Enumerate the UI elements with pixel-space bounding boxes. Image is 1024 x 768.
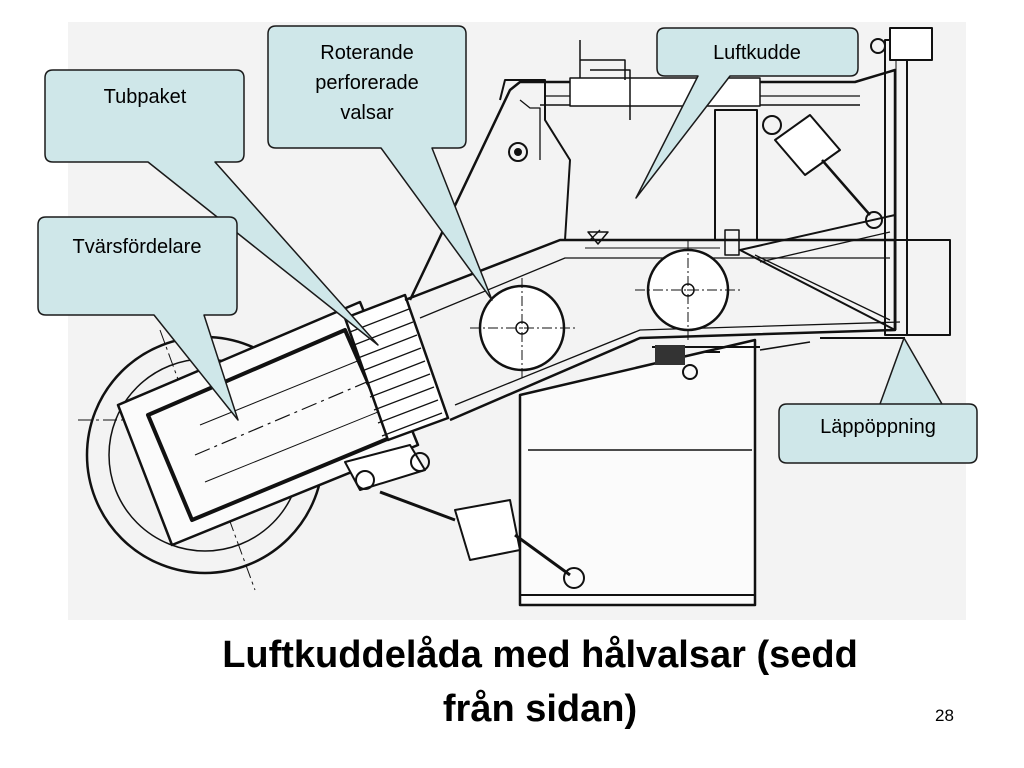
right-structure — [714, 27, 951, 336]
machine-drawing — [68, 22, 966, 620]
slide-title-line1: Luftkuddelåda med hålvalsar (sedd — [222, 634, 858, 676]
callout-roterande: Roterande perforerade valsar — [267, 25, 493, 301]
callout-luftkudde-label: Luftkudde — [713, 42, 801, 64]
callout-roterande-line2: perforerade — [315, 72, 418, 94]
callout-roterande-line3: valsar — [340, 102, 394, 124]
slide-number: 28 — [935, 706, 954, 725]
inclined-box — [116, 300, 421, 547]
callout-tvarsfordelare: Tvärsfördelare — [37, 216, 239, 421]
callout-tubpaket: Tubpaket — [44, 69, 379, 346]
callout-luftkudde: Luftkudde — [635, 27, 859, 199]
tube-package — [343, 293, 450, 442]
lower-support — [518, 337, 905, 607]
lower-piston — [344, 444, 585, 589]
callout-roterande-line1: Roterande — [320, 42, 413, 64]
roller-2 — [635, 240, 740, 340]
roller-1 — [470, 278, 575, 378]
callout-tubpaket-label: Tubpaket — [104, 86, 187, 108]
slide-title-line2: från sidan) — [442, 688, 638, 730]
callout-lappoppning-label: Läppöppning — [820, 416, 936, 438]
slide-title: Luftkuddelåda med hålvalsar (sedd från s… — [100, 628, 980, 736]
callout-tvarsfordelare-label: Tvärsfördelare — [73, 236, 202, 258]
callout-lappoppning: Läppöppning — [778, 337, 978, 464]
